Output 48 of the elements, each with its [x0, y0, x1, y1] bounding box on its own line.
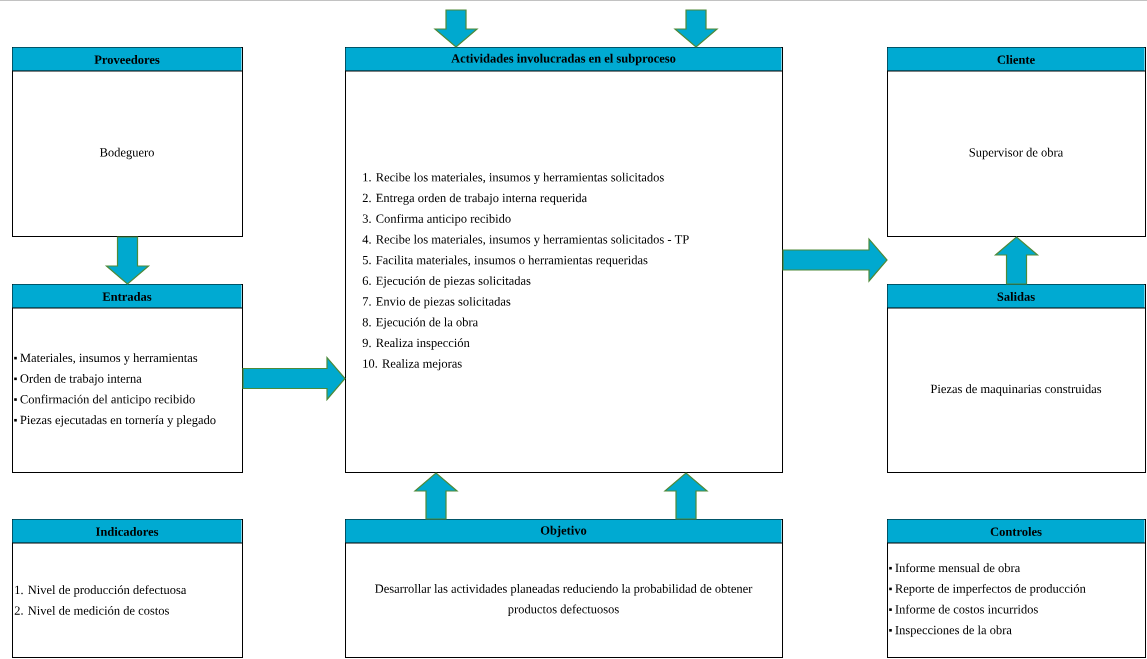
list-item: 6. Ejecución de piezas solicitadas	[362, 276, 531, 288]
box-heading: Actividades involucradas en el subproceso	[451, 53, 676, 66]
list-item: 5. Facilita materiales, insumos o herramientas requeridas	[362, 255, 648, 267]
process-box	[886, 47, 1146, 237]
box-heading: Cliente	[997, 55, 1035, 64]
list-item: Informe mensual de obra	[889, 563, 1021, 573]
box-heading: Entradas	[102, 292, 152, 301]
block-arrow	[782, 237, 888, 283]
process-box	[344, 519, 783, 658]
list-item: 1. Recibe los materiales, insumos y herramientas solicitados	[363, 172, 664, 185]
box-heading: Indicadores	[95, 527, 159, 536]
list-item: Reporte de imperfectos de producción	[889, 583, 1086, 596]
box-heading: Objetivo	[540, 525, 587, 538]
process-box	[11, 284, 243, 473]
block-arrow	[104, 236, 151, 285]
list-item: Bodeguero	[99, 147, 154, 160]
list-item: Informe de costos incurridos	[889, 604, 1038, 614]
list-item: 1. Nivel de producción defectuosa	[15, 585, 187, 597]
process-box	[11, 47, 243, 237]
process-box	[886, 284, 1146, 473]
list-item: 8. Ejecución de la obra	[362, 317, 478, 329]
process-box	[886, 519, 1146, 658]
list-item: 7. Envio de piezas solicitadas	[363, 296, 511, 309]
process-box	[11, 519, 243, 658]
list-item: Confirmación del anticipo recibido	[14, 394, 195, 406]
list-item: 10. Realiza mejoras	[363, 359, 462, 371]
list-item: Supervisor de obra	[969, 147, 1064, 160]
list-item: 4. Recibe los materiales, insumos y herramientas solicitados - TP	[362, 234, 689, 247]
process-box	[344, 47, 783, 473]
box-heading: Salidas	[997, 292, 1035, 301]
list-item: Piezas de maquinarias construidas	[930, 384, 1102, 396]
box-heading: Controles	[990, 527, 1042, 536]
block-arrow	[433, 9, 479, 48]
block-arrow	[663, 472, 709, 520]
list-item: Desarrollar las actividades planeadas reduciendo la probabilidad de obtener productos defectuosos	[375, 584, 753, 616]
list-item: 2. Entrega orden de trabajo interna requerida	[362, 193, 587, 205]
block-arrow	[242, 355, 346, 402]
block-arrow	[673, 9, 719, 48]
list-item: Orden de trabajo interna	[14, 373, 142, 386]
list-item: Materiales, insumos y herramientas	[14, 353, 198, 365]
block-arrow	[413, 472, 459, 520]
list-item: 3. Confirma anticipo recibido	[362, 213, 511, 226]
list-item: Inspecciones de la obra	[889, 625, 1012, 637]
list-item: 2. Nivel de medición de costos	[14, 606, 169, 615]
list-item: 9. Realiza inspección	[362, 338, 470, 350]
list-item: Piezas ejecutadas en tornería y plegado	[14, 415, 216, 427]
block-arrow	[993, 236, 1040, 285]
box-heading: Proveedores	[94, 55, 160, 64]
